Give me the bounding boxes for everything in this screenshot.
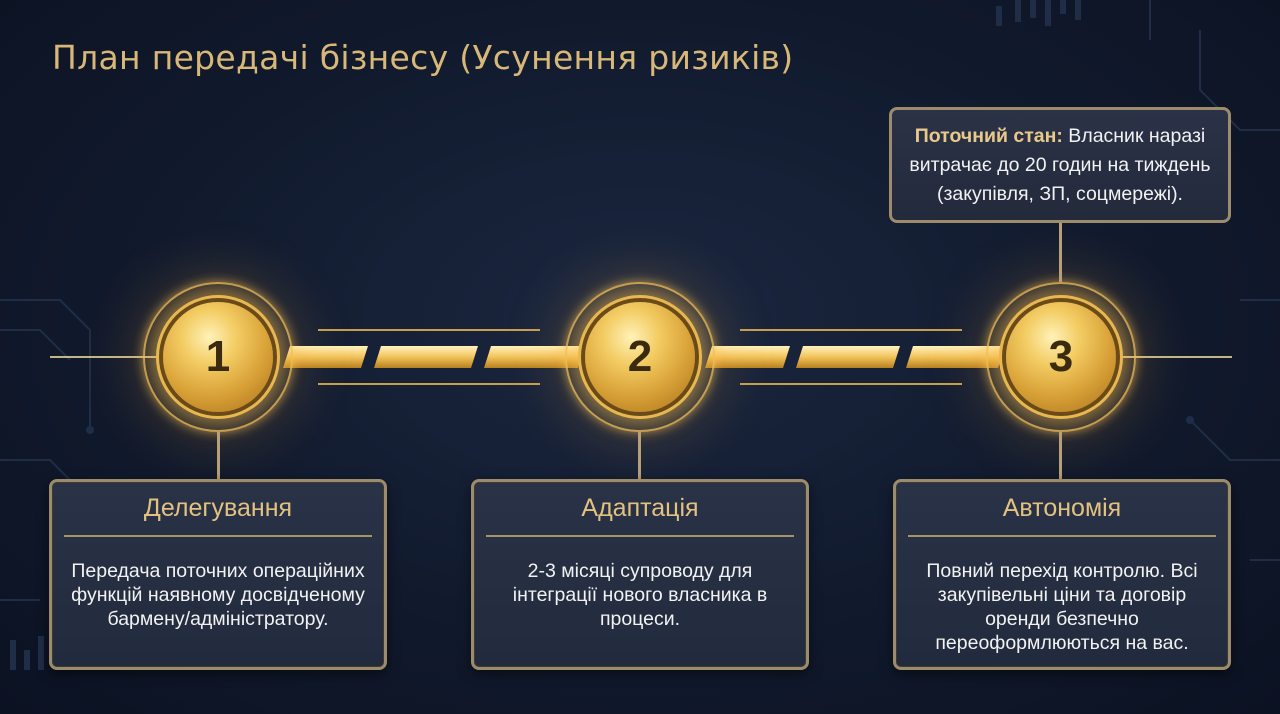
step-2-number: 2 <box>627 332 653 381</box>
step-2-description: 2-3 місяці супроводу для інтеграції ново… <box>512 560 768 630</box>
step-2-title: Адаптація <box>486 494 794 537</box>
current-state-label: Поточний стан: <box>914 125 1063 147</box>
step-3-stem <box>1059 432 1062 480</box>
step-3-card: Автономія Повний перехід контролю. Всі з… <box>893 479 1231 670</box>
step-2-marker: 2 <box>565 282 715 432</box>
current-state-text: Власник наразі витрачає до 20 годин на т… <box>909 125 1211 205</box>
step-1-marker: 1 <box>143 282 293 432</box>
step-1-description: Передача поточних операційних функцій на… <box>71 560 365 630</box>
step-2-card: Адаптація 2-3 місяці супроводу для інтег… <box>471 479 809 670</box>
note-stem <box>1059 222 1062 282</box>
step-3-number: 3 <box>1048 332 1074 381</box>
step-1-title: Делегування <box>64 494 372 537</box>
step-1-card: Делегування Передача поточних операційни… <box>49 479 387 670</box>
step-3-description: Повний перехід контролю. Всі закупівельн… <box>926 560 1198 654</box>
step-3-title: Автономія <box>908 494 1216 537</box>
current-state-note: Поточний стан: Власник наразі витрачає д… <box>889 107 1231 223</box>
step-3-marker: 3 <box>986 282 1136 432</box>
step-1-number: 1 <box>205 332 231 381</box>
page-title: План передачі бізнесу (Усунення ризиків) <box>52 38 794 77</box>
step-1-stem <box>217 432 220 480</box>
step-2-stem <box>638 432 641 480</box>
